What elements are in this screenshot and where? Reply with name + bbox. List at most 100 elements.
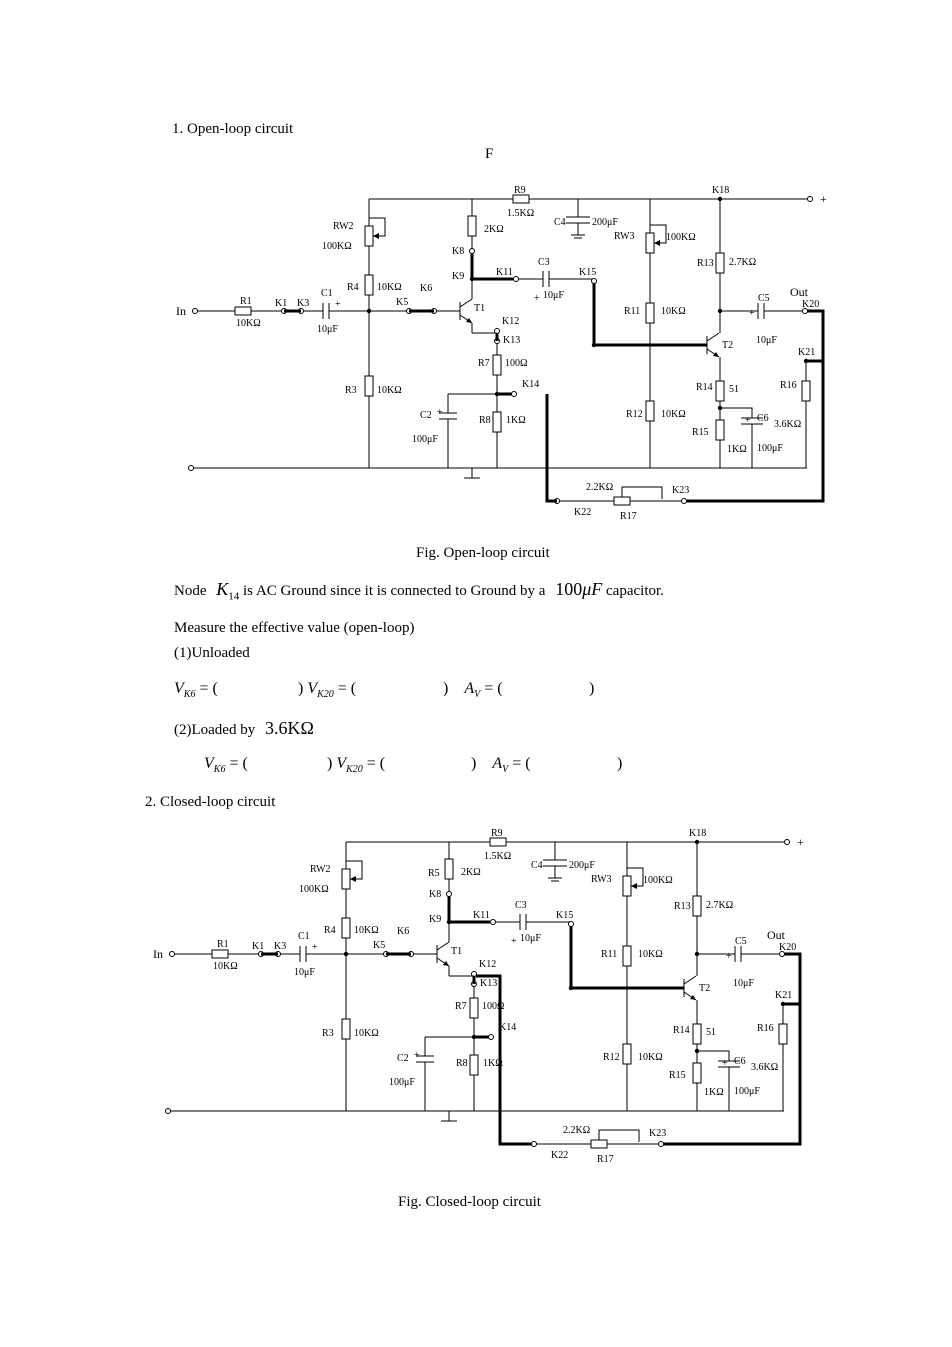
label-rw2: RW2 [310, 864, 331, 875]
label-plus: + [820, 192, 827, 206]
label-rw2-val: 100KΩ [322, 241, 352, 252]
label-plus: + [414, 1050, 420, 1061]
junction-dot [591, 342, 597, 348]
label-k18: K18 [712, 185, 729, 196]
label-c2: C2 [420, 410, 432, 421]
resistor-r3 [341, 1018, 351, 1040]
label-k11: K11 [473, 910, 490, 921]
label-r4-val: 10KΩ [354, 925, 379, 936]
equation-close-unloaded: ) [589, 680, 595, 697]
transistor-t2-arrow [713, 352, 719, 357]
bold-wire [684, 309, 825, 503]
wire [697, 1050, 730, 1061]
label-c2-val: 100μF [412, 434, 438, 445]
resistor-r4 [364, 274, 374, 296]
label-in: In [153, 947, 163, 961]
label-c6-r16-val: 3.6KΩ [774, 419, 801, 430]
label-r8: R8 [456, 1058, 468, 1069]
label-r1-val: 10KΩ [213, 961, 238, 972]
resistor-r7 [492, 354, 502, 376]
label-k1: K1 [252, 941, 264, 952]
label-r13-val: 2.7KΩ [729, 257, 756, 268]
label-r15-val: 1KΩ [727, 444, 747, 455]
section-heading-closed-loop: 2. Closed-loop circuit [145, 794, 276, 810]
resistor-r16 [778, 1023, 788, 1045]
label-r11-val: 10KΩ [638, 949, 663, 960]
label-c1-val: 10μF [317, 324, 338, 335]
label-r9-val: 1.5KΩ [507, 208, 534, 219]
label-r11: R11 [601, 949, 617, 960]
terminal [188, 465, 194, 471]
label-k14: K14 [499, 1022, 516, 1033]
node-note-prefix: Node [174, 583, 207, 599]
terminal [802, 308, 808, 314]
label-k5: K5 [373, 940, 385, 951]
label-r13: R13 [697, 258, 714, 269]
equation-av-unloaded: ) AV = ( [443, 680, 503, 701]
terminal [784, 839, 790, 845]
label-plus: + [745, 415, 751, 426]
label-k21: K21 [775, 990, 792, 1001]
node-note-suffix: capacitor. [606, 583, 664, 599]
resistor-r1 [234, 306, 252, 316]
label-r16: R16 [780, 380, 797, 391]
label-c5-val: 10μF [733, 978, 754, 989]
label-rw3: RW3 [591, 874, 612, 885]
equation-close-loaded: ) [617, 755, 623, 772]
label-k20: K20 [802, 299, 819, 310]
terminal [807, 196, 813, 202]
label-c5: C5 [758, 293, 770, 304]
label-r14: R14 [696, 382, 713, 393]
label-r17: R17 [597, 1154, 614, 1165]
equation-av-loaded: ) AV = ( [471, 755, 531, 776]
bold-wire [661, 952, 802, 1146]
label-k13: K13 [503, 335, 520, 346]
label-r4: R4 [324, 925, 336, 936]
label-k6: K6 [420, 283, 432, 294]
terminal [681, 498, 687, 504]
label-r9: R9 [491, 828, 503, 839]
terminal [568, 921, 574, 927]
label-r5-val: 2KΩ [484, 224, 504, 235]
label-r7-val: 100Ω [505, 358, 527, 369]
label-plus: + [797, 835, 804, 849]
resistor-r13 [715, 252, 725, 274]
load-value: 3.6KΩ [264, 718, 314, 738]
resistor-r15 [715, 419, 725, 441]
transistor-t1-collector [459, 298, 473, 308]
equation-vk20-loaded: ) VK20 = ( [327, 755, 386, 776]
potentiometer-rw3-wiper-arrow [654, 240, 660, 246]
loaded-label: (2)Loaded by 3.6KΩ [174, 718, 314, 738]
label-r14-val: 51 [729, 384, 739, 395]
resistor-r8 [492, 411, 502, 433]
label-k3: K3 [274, 941, 286, 952]
terminal [490, 919, 496, 925]
equation-vk6-loaded: VK6 = ( [204, 755, 248, 776]
label-k22: K22 [574, 507, 591, 518]
resistor-r4 [341, 917, 351, 939]
equation-vk20-unloaded: ) VK20 = ( [298, 680, 357, 701]
label-rw3-val: 100KΩ [666, 232, 696, 243]
label-r9-val: 1.5KΩ [484, 851, 511, 862]
label-r12: R12 [626, 409, 643, 420]
label-c3: C3 [515, 900, 527, 911]
label-k13: K13 [480, 978, 497, 989]
label-out: Out [767, 928, 786, 942]
terminal [779, 951, 785, 957]
terminal [511, 391, 517, 397]
label-c6-val: 100μF [757, 443, 783, 454]
label-r15: R15 [692, 427, 709, 438]
label-k1: K1 [275, 298, 287, 309]
resistor-r12 [622, 1043, 632, 1065]
label-r14: R14 [673, 1025, 690, 1036]
label-k9: K9 [429, 914, 441, 925]
label-r17-val: 2.2KΩ [563, 1125, 590, 1136]
label-c2: C2 [397, 1053, 409, 1064]
label-r1: R1 [240, 296, 252, 307]
label-r14-val: 51 [706, 1027, 716, 1038]
label-r3: R3 [345, 385, 357, 396]
label-r3-val: 10KΩ [377, 385, 402, 396]
resistor-r14 [692, 1023, 702, 1045]
label-c1: C1 [298, 931, 310, 942]
